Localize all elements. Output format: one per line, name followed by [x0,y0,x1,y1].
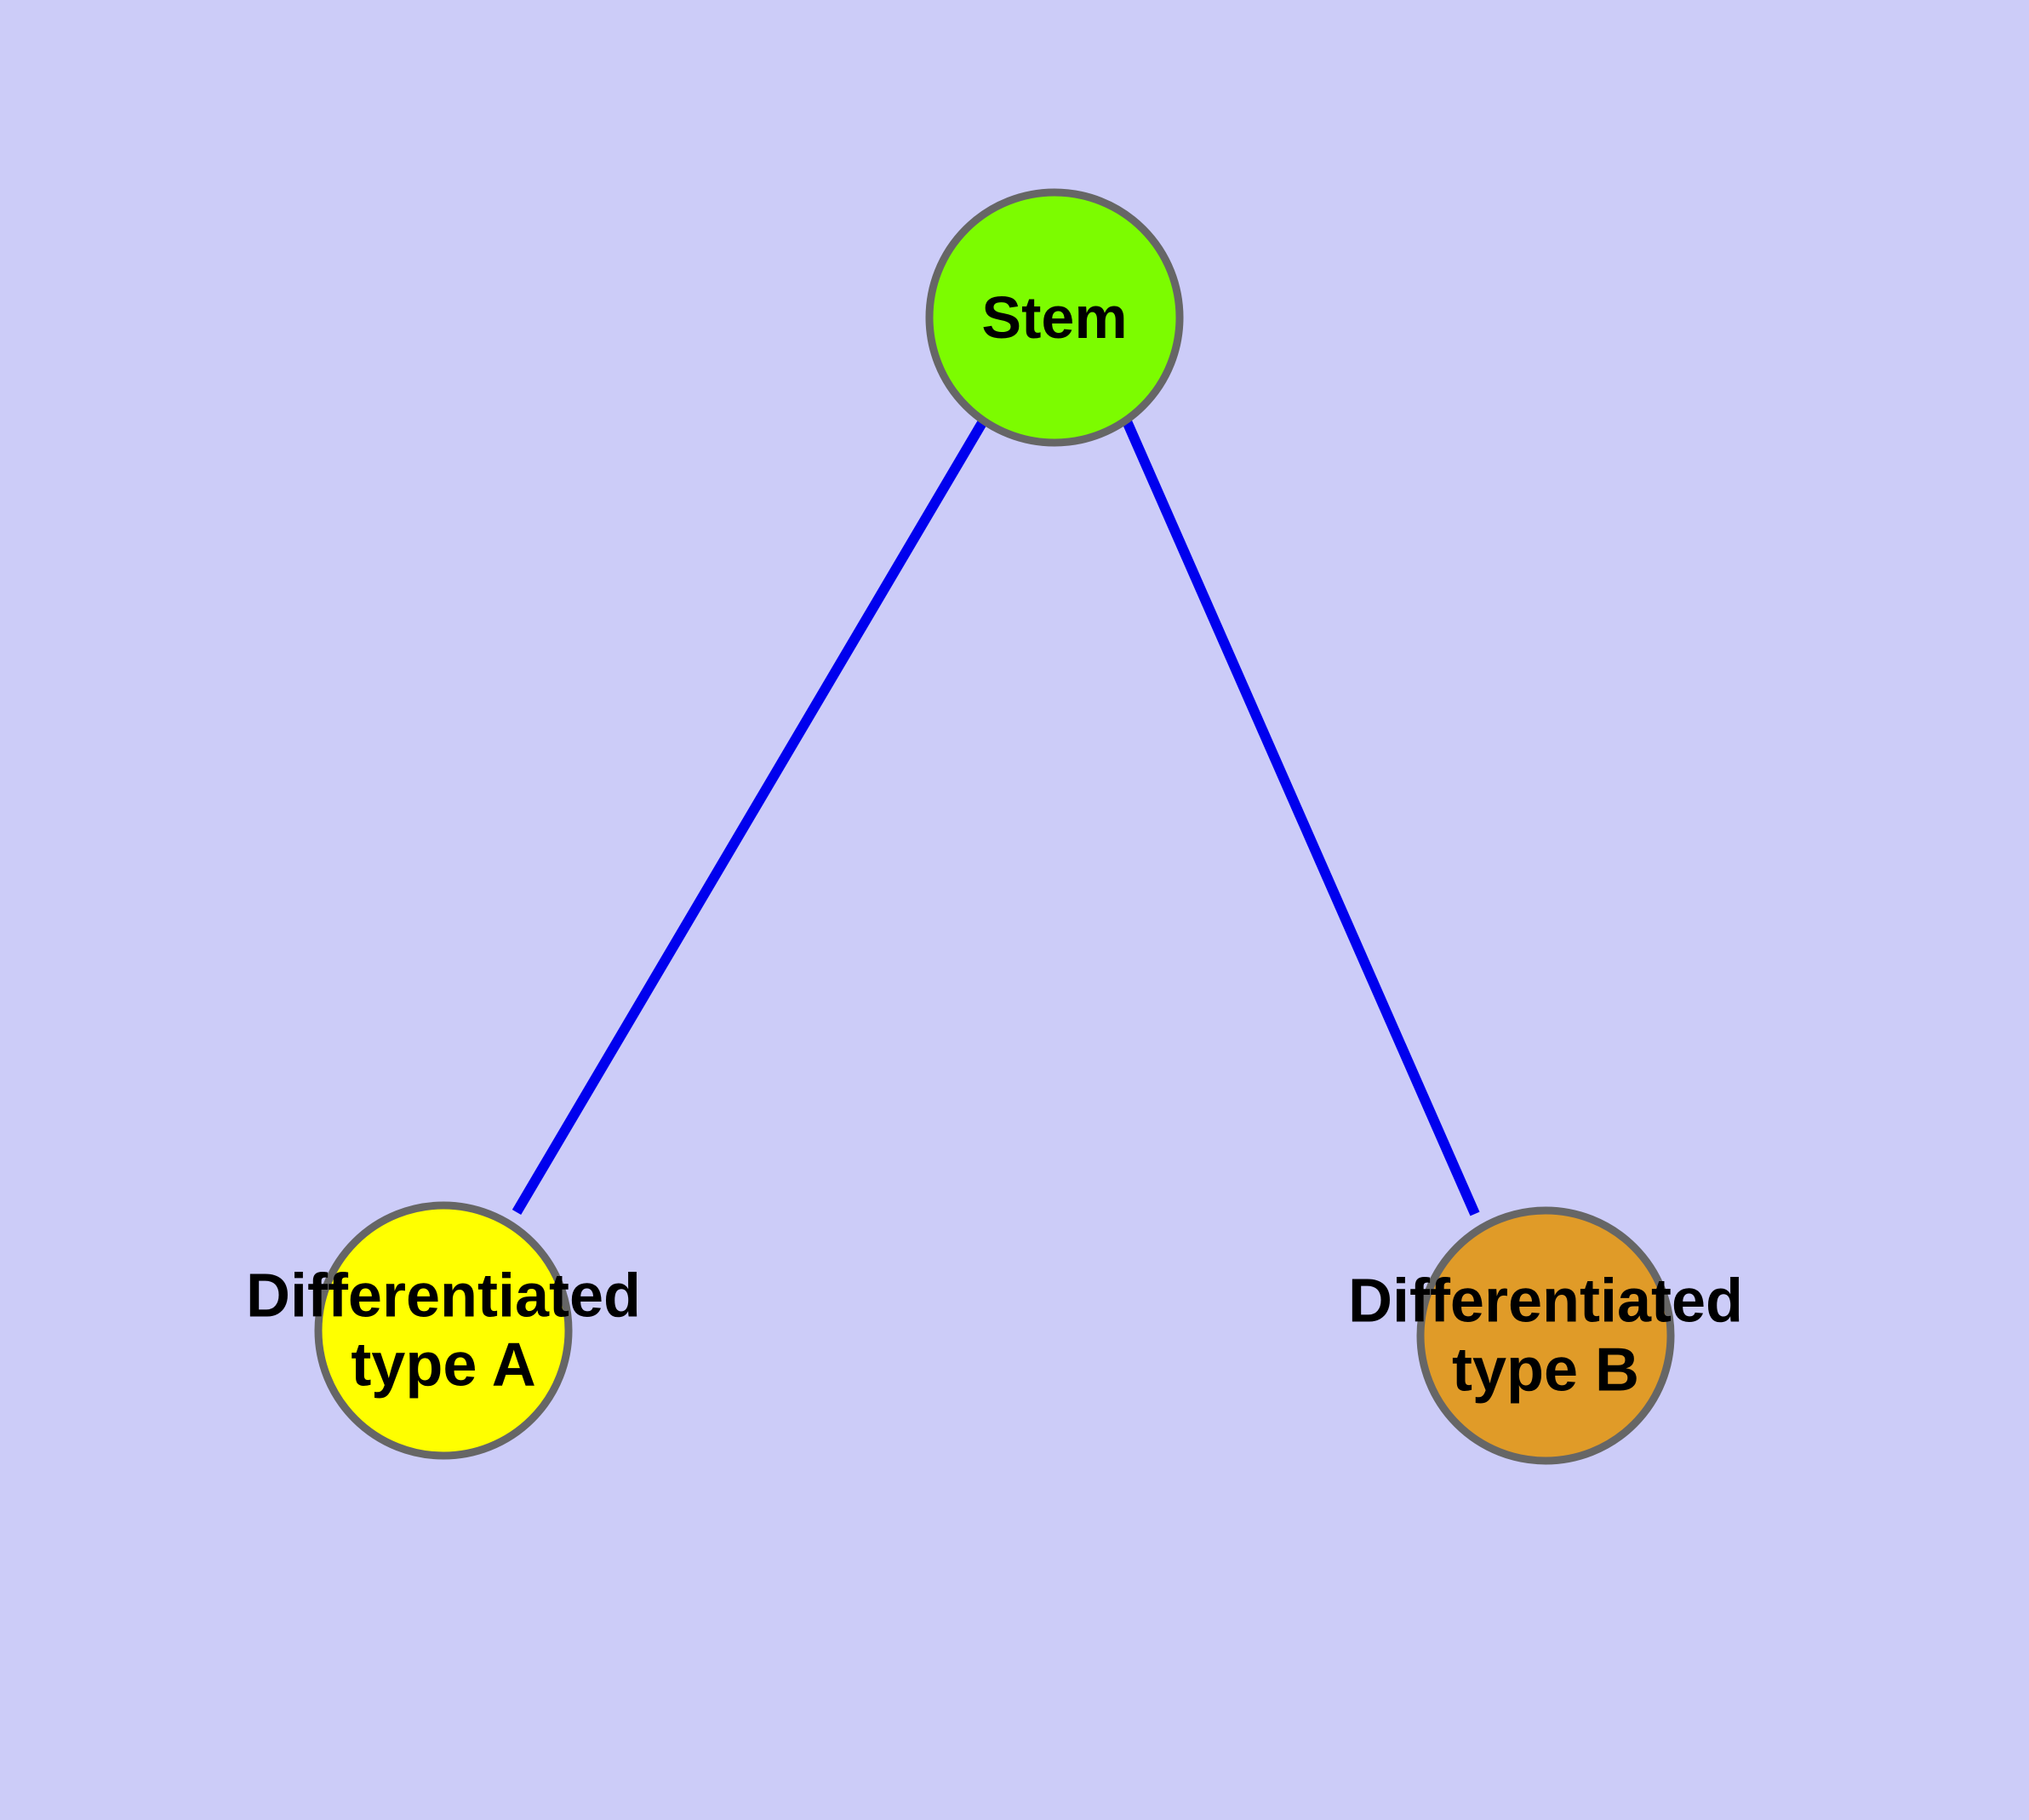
edge-stem-to-differentiated-a[interactable] [512,418,988,1216]
node-differentiated-type-a[interactable] [314,1201,573,1460]
node-stem[interactable] [925,188,1184,447]
node-differentiated-type-b[interactable] [1416,1206,1675,1465]
edge-stem-to-differentiated-b[interactable] [1122,419,1480,1216]
